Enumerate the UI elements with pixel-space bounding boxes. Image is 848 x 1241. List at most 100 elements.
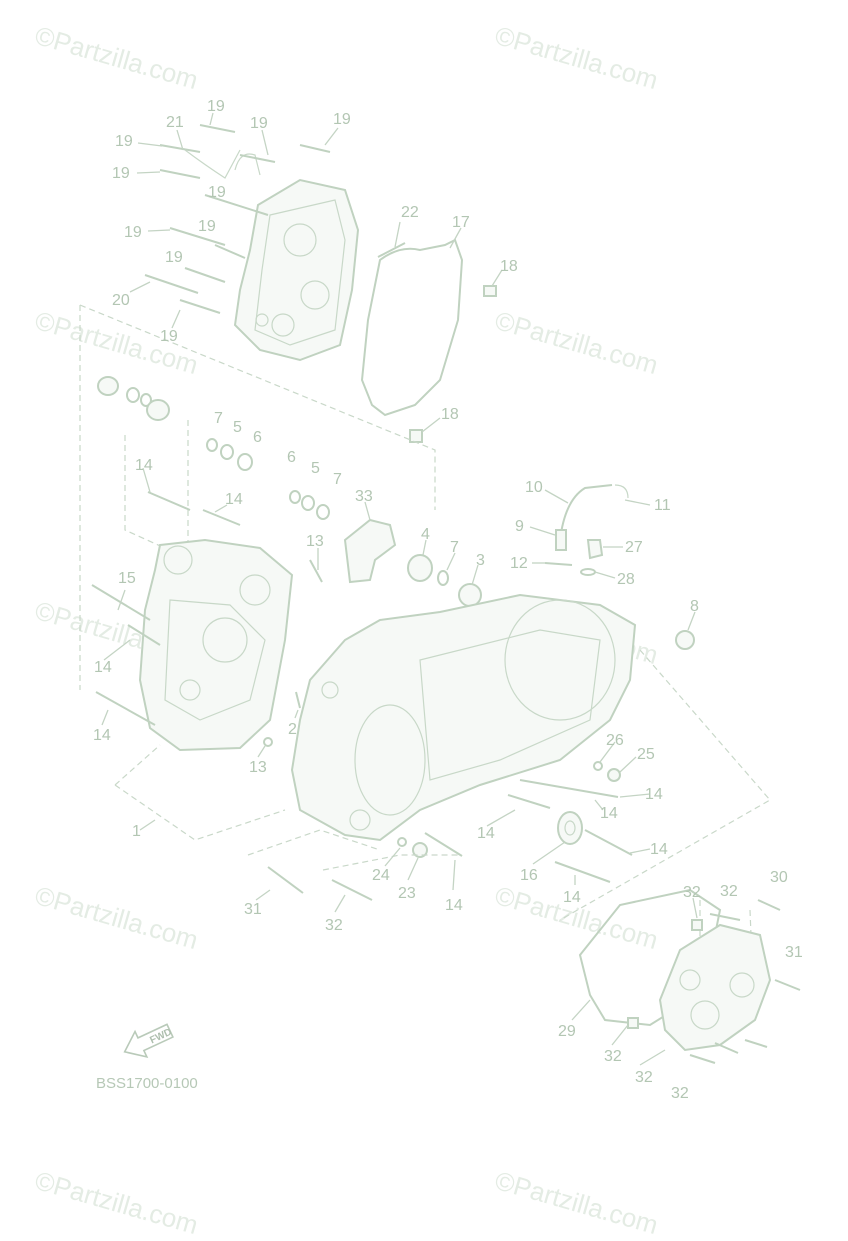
bearing-group-left[interactable] [97, 376, 170, 421]
callout-label: 7 [333, 471, 342, 488]
callout-label: 3 [476, 552, 485, 569]
callout-label: 30 [770, 869, 788, 886]
callout-label: 17 [452, 214, 470, 231]
bolt-25[interactable] [607, 768, 621, 782]
exploded-view-svg: 19 21 19 19 19 19 19 22 17 19 19 18 19 2… [79, 98, 803, 1102]
pipe-9[interactable] [555, 529, 567, 551]
callout-label: 25 [637, 746, 655, 763]
bolt-22[interactable] [377, 242, 406, 258]
clip-12[interactable] [544, 562, 573, 566]
callout-label: 19 [198, 218, 216, 235]
washer-24[interactable] [397, 837, 407, 847]
bolt-group-14-right[interactable] [267, 779, 633, 901]
oil-seal-16[interactable] [557, 811, 583, 845]
forward-arrow-icon: FWD [123, 1023, 174, 1059]
callout-label: 12 [510, 555, 528, 572]
callout-label: 19 [333, 111, 351, 128]
callout-label: 14 [563, 889, 581, 906]
callout-label: 32 [635, 1069, 653, 1086]
callout-label: 14 [93, 727, 111, 744]
callout-label: 32 [671, 1085, 689, 1102]
callout-label: 14 [135, 457, 153, 474]
callout-label: 14 [445, 897, 463, 914]
callout-label: 19 [115, 133, 133, 150]
bolt-group-19[interactable] [144, 124, 331, 314]
dowel-pin-18-lower[interactable] [409, 429, 423, 443]
callout-label: 14 [650, 841, 668, 858]
dowel-pin-18-upper[interactable] [483, 285, 497, 297]
callout-label: 5 [311, 460, 320, 477]
dowel-31-upper[interactable] [691, 919, 703, 931]
leader-lines [101, 112, 698, 1066]
left-crankcase-cover[interactable] [233, 153, 360, 362]
callout-label: 28 [617, 571, 635, 588]
callout-label: 14 [94, 659, 112, 676]
alignment-line [79, 304, 436, 510]
callout-label: 26 [606, 732, 624, 749]
pipe-33[interactable] [343, 518, 397, 584]
alignment-line [114, 744, 286, 841]
pin-2[interactable] [295, 691, 301, 709]
callout-label: 6 [253, 429, 262, 446]
dowel-13-upper[interactable] [309, 559, 323, 583]
clamp-21[interactable] [184, 149, 241, 179]
callout-label: 14 [600, 805, 618, 822]
callout-label: 2 [288, 721, 297, 738]
drain-bolt-23[interactable] [412, 842, 428, 858]
oring-28[interactable] [580, 568, 596, 576]
callout-label: 1 [132, 823, 141, 840]
callout-label: 8 [690, 598, 699, 615]
gearcase-cover-29[interactable] [658, 923, 772, 1052]
callout-label: 4 [421, 526, 430, 543]
callout-label: 19 [208, 184, 226, 201]
callout-label: 7 [450, 539, 459, 556]
callout-label: 32 [720, 883, 738, 900]
diagram-canvas: ©Partzilla.com ©Partzilla.com ©Partzilla… [32, 20, 803, 1240]
callout-label: 14 [645, 786, 663, 803]
callout-label: 14 [477, 825, 495, 842]
dowel-13-lower[interactable] [263, 737, 273, 747]
callout-label: 29 [558, 1023, 576, 1040]
callout-label: 19 [250, 115, 268, 132]
cover-gasket[interactable] [360, 238, 464, 417]
callout-label: 16 [520, 867, 538, 884]
callout-label: 18 [441, 406, 459, 423]
callout-label: 11 [654, 497, 671, 514]
callout-label: 19 [112, 165, 130, 182]
dowel-31-lower[interactable] [627, 1017, 639, 1029]
callout-label: 23 [398, 885, 416, 902]
bearing-group-right[interactable] [407, 554, 482, 607]
callout-label: 5 [233, 419, 242, 436]
washer-26[interactable] [593, 761, 603, 771]
clip-11[interactable] [614, 484, 629, 499]
callout-label: 14 [225, 491, 243, 508]
plug-27[interactable] [586, 539, 604, 560]
callout-numbers: 19 21 19 19 19 19 19 22 17 19 19 18 19 2… [93, 98, 803, 1102]
callout-label: 31 [244, 901, 262, 918]
breather-hose-10[interactable] [559, 484, 613, 541]
callout-label: 19 [160, 328, 178, 345]
callout-label: 18 [500, 258, 518, 275]
callout-label: 32 [604, 1048, 622, 1065]
alignment-line [247, 829, 460, 871]
right-crankcase-half[interactable] [290, 593, 637, 842]
callout-label: 22 [401, 204, 419, 221]
bushing-8[interactable] [675, 630, 695, 650]
callout-label: 21 [166, 114, 184, 131]
callout-label: 19 [207, 98, 225, 115]
callout-label: 13 [249, 759, 267, 776]
callout-label: 24 [372, 867, 390, 884]
callout-label: 32 [325, 917, 343, 934]
bolt-group-32[interactable] [689, 899, 801, 1064]
callout-label: 19 [165, 249, 183, 266]
callout-label: 19 [124, 224, 142, 241]
oring-group-upper[interactable] [206, 438, 330, 520]
left-crankcase-half[interactable] [138, 538, 294, 752]
callout-label: 31 [785, 944, 803, 961]
callout-label: 10 [525, 479, 543, 496]
callout-label: 6 [287, 449, 296, 466]
callout-label: 13 [306, 533, 324, 550]
callout-label: 20 [112, 292, 130, 309]
callout-label: 9 [515, 518, 524, 535]
diagram-code: BSS1700-0100 [96, 1075, 198, 1092]
